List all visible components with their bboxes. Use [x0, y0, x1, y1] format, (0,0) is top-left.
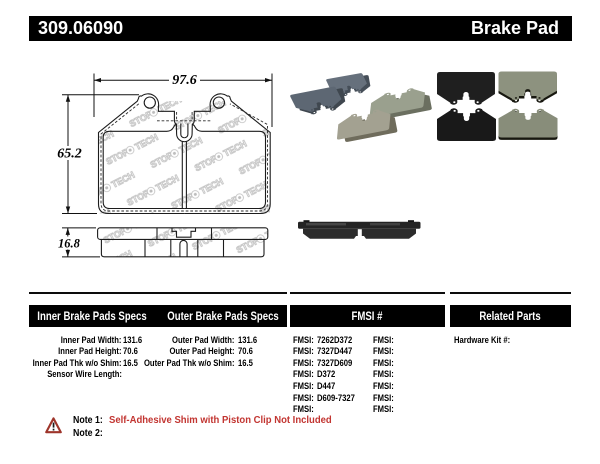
profile-outline — [97, 227, 269, 258]
photo-pad-edge-view — [298, 220, 421, 239]
note-2-label: Note 2: — [72, 428, 103, 440]
note-1: Note 1: Self-Adhesive Shim with Piston C… — [73, 414, 473, 427]
spec-label: Outer Pad Height: — [169, 346, 235, 357]
photo-pad-dark-left — [289, 86, 347, 117]
photo-pad-ceramic-bottom-right — [498, 108, 558, 140]
spec-value: 131.6 — [122, 334, 142, 345]
spec-label: Inner Pad Thk w/o Shim: — [32, 357, 122, 368]
pad-outline-left-half — [97, 93, 185, 215]
fmsi-label: FMSI: — [372, 380, 394, 391]
spec-label: Inner Pad Width: — [60, 334, 122, 345]
dimension-labels: 97.6 65.2 16.8 — [55, 72, 200, 251]
fmsi-label: FMSI: — [293, 369, 314, 380]
arrowhead — [94, 78, 101, 83]
width-dim-label-bg — [169, 72, 200, 87]
fmsi-header: FMSI # — [351, 309, 383, 323]
photo-pad-black-top-left — [437, 71, 495, 105]
notes-block: Note 1: Self-Adhesive Shim with Piston C… — [45, 414, 473, 441]
fmsi-value: D372 — [317, 369, 336, 380]
title-bar: 309.06090 Brake Pad — [29, 16, 572, 41]
profile-view-drawing — [97, 227, 269, 258]
related-label: Hardware Kit #: — [453, 334, 510, 345]
fmsi-label: FMSI: — [372, 346, 394, 357]
fmsi-label: FMSI: — [293, 404, 314, 415]
photo-pad-ceramic-top-right — [498, 71, 557, 103]
spec-value: 70.6 — [122, 346, 138, 357]
photo-pads-perspective — [289, 72, 433, 143]
fmsi-label: FMSI: — [293, 392, 314, 403]
fmsi-label: FMSI: — [293, 380, 314, 391]
arrowhead — [265, 78, 272, 83]
spec-label: Sensor Wire Length: — [46, 369, 122, 380]
warning-icon — [45, 416, 62, 433]
note-1-text: Self-Adhesive Shim with Piston Clip Not … — [108, 415, 332, 426]
inner-specs-header: Inner Brake Pads Specs — [37, 309, 147, 323]
fmsi-value: 7327D447 — [317, 346, 353, 357]
related-parts-header: Related Parts — [479, 309, 541, 323]
fmsi-label: FMSI: — [372, 392, 394, 403]
fmsi-value: 7262D372 — [317, 334, 353, 345]
part-number: 309.06090 — [38, 18, 124, 38]
fmsi-label: FMSI: — [372, 404, 394, 415]
spec-value: 70.6 — [237, 346, 253, 357]
sensor-slot-outline — [180, 123, 185, 139]
photo-pad-black-bottom-left — [437, 108, 496, 142]
spec-label: Outer Pad Thk w/o Shim: — [143, 357, 235, 368]
front-view-outline — [97, 93, 271, 215]
fmsi-label: FMSI: — [372, 369, 394, 380]
related-parts-header-bar: Related Parts — [449, 305, 571, 327]
hidden-dashed-lines — [100, 103, 268, 212]
height-dimension-label: 65.2 — [57, 147, 82, 162]
fmsi-value: D609-7327 — [317, 392, 355, 403]
section-rule — [29, 292, 287, 294]
pads-specs-header-bar: Inner Brake Pads Specs Outer Brake Pads … — [29, 305, 287, 327]
section-rule — [449, 292, 571, 294]
fmsi-label: FMSI: — [293, 357, 314, 368]
arrowhead — [65, 227, 71, 235]
spec-value: 16.5 — [122, 357, 138, 368]
edge-pad-center-slot — [357, 229, 362, 237]
fmsi-header-bar: FMSI # — [289, 305, 445, 327]
pads-specs-section: Inner Brake Pads Specs Outer Brake Pads … — [29, 292, 287, 412]
height-dim-label-bg — [55, 146, 84, 160]
spec-value: 131.6 — [237, 334, 257, 345]
arrowhead — [65, 94, 71, 102]
stoptech-watermark — [99, 101, 270, 214]
width-dimension-label: 97.6 — [172, 73, 197, 88]
arrowhead — [65, 249, 71, 257]
fmsi-label: FMSI: — [293, 334, 314, 345]
spec-value: 16.5 — [237, 357, 253, 368]
product-type: Brake Pad — [470, 18, 559, 38]
note-2: Note 2: — [73, 427, 473, 440]
spec-label: Outer Pad Width: — [172, 334, 235, 345]
photo-pads-flat — [437, 71, 558, 142]
fmsi-label: FMSI: — [372, 357, 394, 368]
ear-hole — [143, 96, 156, 109]
section-rule — [289, 292, 445, 294]
fmsi-value: D447 — [317, 380, 336, 391]
edge-pad-highlight — [370, 223, 400, 226]
arrowhead — [65, 206, 71, 214]
thickness-dimension-label: 16.8 — [58, 237, 81, 251]
friction-material-outline — [102, 123, 185, 210]
edge-pad-tab-right — [408, 220, 414, 224]
spec-label: Inner Pad Height: — [58, 346, 122, 357]
thickness-dim-label-bg — [56, 236, 82, 250]
front-view-drawing — [97, 93, 271, 215]
dimension-arrows — [65, 78, 272, 257]
stoptech-watermark-profile — [97, 227, 268, 257]
outer-specs-header: Outer Brake Pads Specs — [167, 309, 279, 323]
fmsi-label: FMSI: — [372, 334, 394, 345]
edge-pad-tab-left — [303, 220, 310, 224]
related-parts-section: Related Parts Hardware Kit #: — [449, 292, 571, 412]
edge-pad-highlight — [306, 223, 346, 226]
note-1-label: Note 1: — [72, 415, 103, 426]
fmsi-value: 7327D609 — [317, 357, 353, 368]
fmsi-label: FMSI: — [293, 346, 314, 357]
